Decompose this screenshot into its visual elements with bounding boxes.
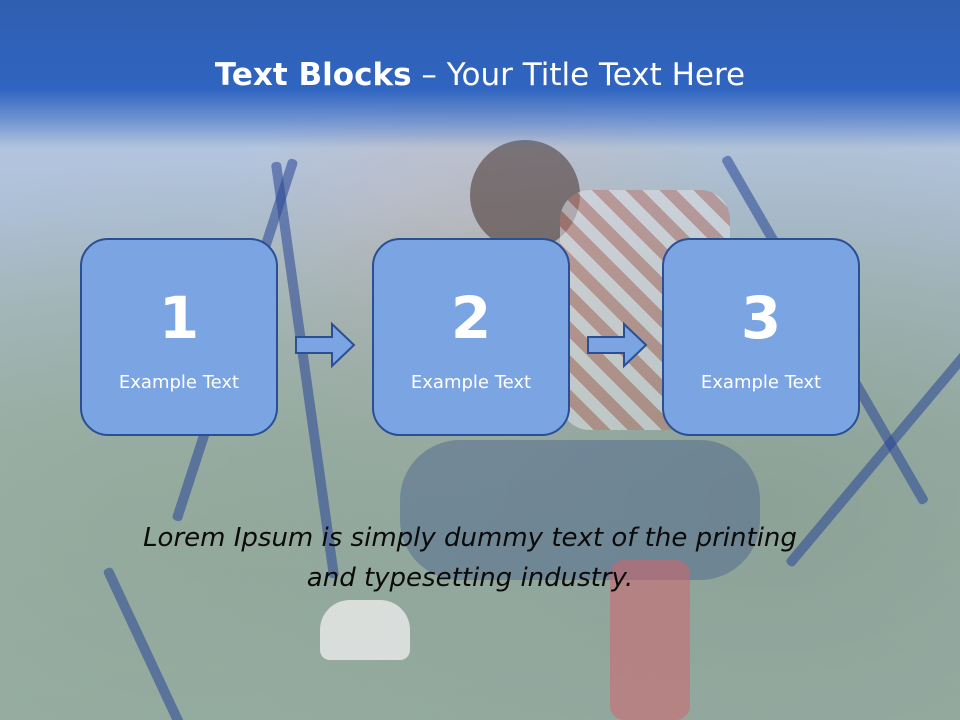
page-title: Text Blocks – Your Title Text Here xyxy=(0,52,960,98)
block-text: Example Text xyxy=(700,372,822,393)
text-block-1: 1 Example Text xyxy=(80,238,278,436)
title-rest: – Your Title Text Here xyxy=(411,57,746,93)
block-text: Example Text xyxy=(118,372,240,393)
block-text: Example Text xyxy=(410,372,532,393)
right-arrow-icon xyxy=(587,321,648,369)
right-arrow-icon xyxy=(295,321,356,369)
caption: Lorem Ipsum is simply dummy text of the … xyxy=(80,518,860,598)
text-block-3: 3 Example Text xyxy=(662,238,860,436)
caption-line-1: Lorem Ipsum is simply dummy text of the … xyxy=(143,523,797,553)
title-bold: Text Blocks xyxy=(214,57,412,93)
block-number: 3 xyxy=(740,284,782,352)
title-band xyxy=(0,0,960,148)
text-block-2: 2 Example Text xyxy=(372,238,570,436)
block-number: 2 xyxy=(450,284,492,352)
caption-line-2: and typesetting industry. xyxy=(306,563,634,593)
block-number: 1 xyxy=(158,284,200,352)
